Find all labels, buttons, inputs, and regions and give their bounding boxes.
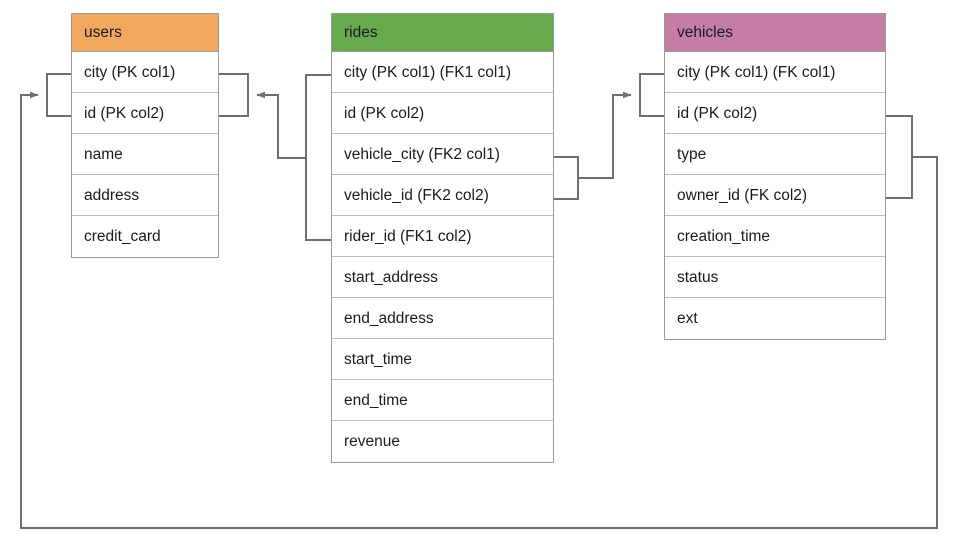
table-rides-column-end-time: end_time xyxy=(332,380,553,421)
connector-rides-fk2-vehicles xyxy=(578,91,632,179)
table-rides-column-end-address: end_address xyxy=(332,298,553,339)
table-vehicles-column-status: status xyxy=(665,257,885,298)
table-rides-column-id: id (PK col2) xyxy=(332,93,553,134)
table-vehicles-column-type: type xyxy=(665,134,885,175)
table-rides-column-vehicle-id: vehicle_id (FK2 col2) xyxy=(332,175,553,216)
table-vehicles-column-id: id (PK col2) xyxy=(665,93,885,134)
table-vehicles[interactable]: vehicles city (PK col1) (FK col1) id (PK… xyxy=(664,13,886,340)
table-rides-column-rider-id: rider_id (FK1 col2) xyxy=(332,216,553,257)
table-users-column-city: city (PK col1) xyxy=(72,52,218,93)
table-rides-column-start-time: start_time xyxy=(332,339,553,380)
table-users-column-credit-card: credit_card xyxy=(84,228,161,245)
table-vehicles-column-city: city (PK col1) (FK col1) xyxy=(665,52,885,93)
users-right-bracket xyxy=(219,73,249,117)
table-rides-title: rides xyxy=(332,14,553,52)
users-left-bracket xyxy=(46,73,71,117)
table-users-title: users xyxy=(72,14,218,52)
table-users-column-id: id (PK col2) xyxy=(72,93,218,134)
table-rides-column-start-address: start_address xyxy=(332,257,553,298)
table-rides-column-revenue: revenue xyxy=(344,433,401,450)
table-users-column-address: address xyxy=(72,175,218,216)
table-users-column-name: name xyxy=(72,134,218,175)
table-rides-column-city: city (PK col1) (FK1 col1) xyxy=(332,52,553,93)
vehicles-left-bracket xyxy=(639,73,664,117)
table-vehicles-column-ext: ext xyxy=(677,310,698,327)
table-rides[interactable]: rides city (PK col1) (FK1 col1) id (PK c… xyxy=(331,13,554,463)
table-vehicles-column-creation-time: creation_time xyxy=(665,216,885,257)
table-vehicles-column-owner-id: owner_id (FK col2) xyxy=(665,175,885,216)
rides-fk2-bracket xyxy=(554,156,579,200)
vehicles-right-bracket xyxy=(886,115,913,199)
table-rides-column-vehicle-city: vehicle_city (FK2 col1) xyxy=(332,134,553,175)
table-users[interactable]: users city (PK col1) id (PK col2) name a… xyxy=(71,13,219,258)
connector-rides-fk1-users xyxy=(256,91,306,159)
table-vehicles-title: vehicles xyxy=(665,14,885,52)
rides-fk1-bracket xyxy=(305,74,331,241)
